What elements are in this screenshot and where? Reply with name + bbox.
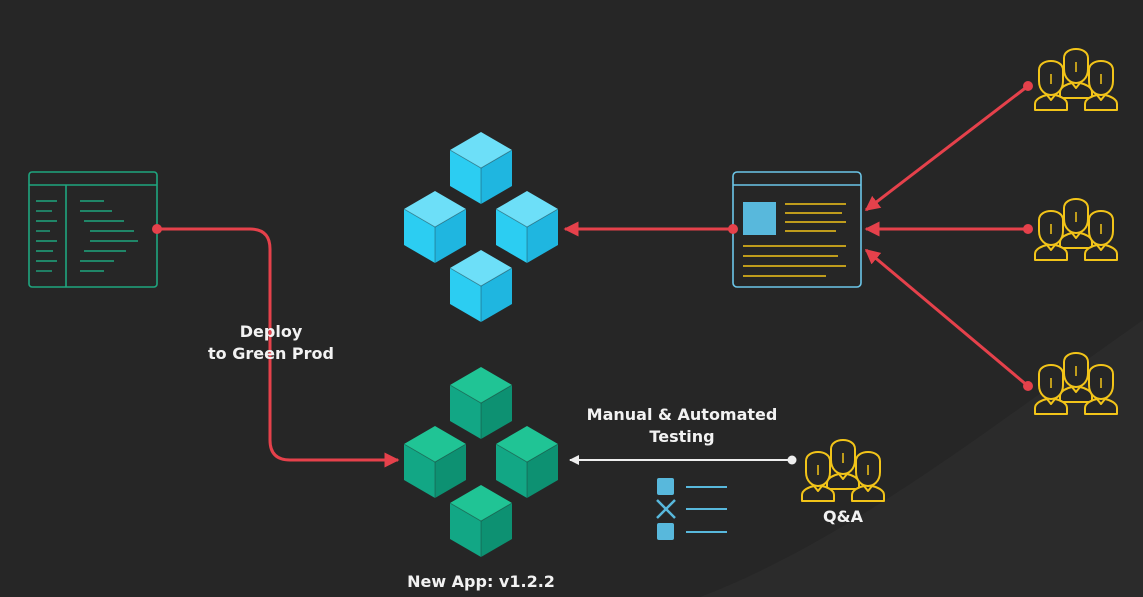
route-arrow-dot [728, 224, 738, 234]
testing-label: Manual & Automated Testing [572, 404, 792, 448]
user-group-icon [1035, 199, 1117, 260]
qa-label: Q&A [803, 506, 883, 528]
user-group-icon [802, 440, 884, 501]
user-group-icon [1035, 49, 1117, 110]
background-shape [700, 320, 1143, 597]
web-page-icon [732, 171, 862, 288]
qa-label-text: Q&A [823, 507, 863, 526]
deploy-label-line2: to Green Prod [208, 344, 334, 363]
user-arrow-top [864, 84, 1029, 212]
deploy-arrow-dot [152, 224, 162, 234]
green-cube-cluster-icon [403, 366, 559, 558]
testing-label-line1: Manual & Automated [586, 405, 778, 424]
testing-arrow-dot [787, 455, 797, 465]
checklist-icon [656, 478, 727, 540]
user-arrow-bottom-dot [1023, 381, 1033, 391]
new-app-label-text: New App: v1.2.2 [407, 572, 555, 591]
user-arrow-middle-dot [1023, 224, 1033, 234]
deploy-label-line1: Deploy [239, 322, 303, 341]
new-app-label: New App: v1.2.2 [396, 571, 566, 593]
blue-cube-cluster-icon [403, 131, 559, 323]
user-arrow-top-dot [1023, 81, 1033, 91]
code-editor-icon [28, 171, 158, 288]
deploy-label: Deploy to Green Prod [196, 321, 346, 365]
user-arrow-bottom [864, 248, 1029, 388]
deploy-arrow [157, 227, 400, 468]
testing-label-line2: Testing [649, 427, 715, 446]
